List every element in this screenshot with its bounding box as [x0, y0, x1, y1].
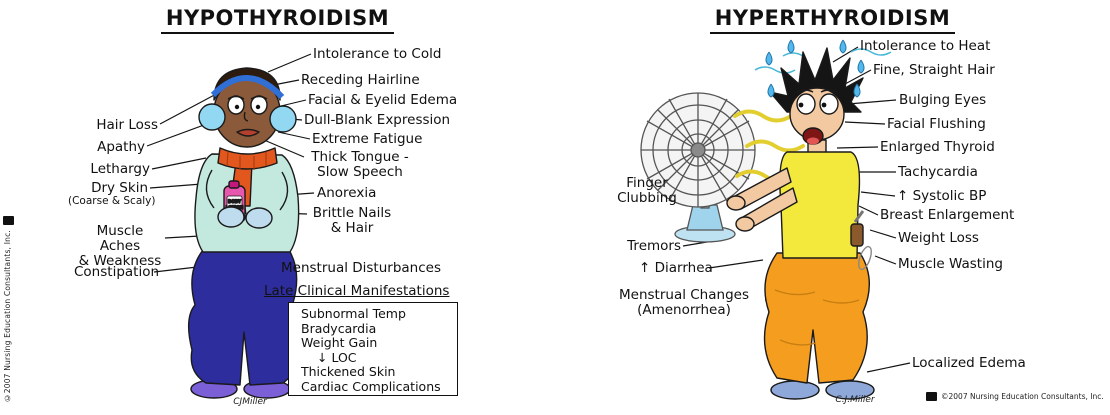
fan — [640, 92, 756, 243]
label-menstrual-changes: Menstrual Changes (Amenorrhea) — [619, 287, 749, 319]
hyper-title-text: HYPERTHYROIDISM — [709, 6, 956, 34]
label-enlarged-thyroid: Enlarged Thyroid — [880, 139, 995, 155]
label-breast-enlargement: Breast Enlargement — [880, 207, 1015, 223]
air-squiggle-icon — [754, 48, 892, 74]
earmuff-left — [198, 103, 226, 131]
belt-pouch — [850, 223, 864, 247]
label-receding-hairline: Receding Hairline — [301, 72, 420, 88]
label-dry-skin: Dry Skin — [91, 180, 148, 196]
label-intolerance-to-cold: Intolerance to Cold — [313, 46, 442, 62]
nec-logo — [3, 216, 14, 225]
safety-pin-icon — [858, 245, 872, 271]
hypo-signature: CJMiller — [233, 397, 268, 407]
label-hair-loss: Hair Loss — [96, 117, 158, 133]
hypo-mouth — [236, 128, 260, 137]
hand-left — [726, 195, 746, 211]
label-extreme-fatigue: Extreme Fatigue — [312, 131, 423, 147]
late-item: Thickened Skin — [301, 364, 396, 380]
label-constipation: Constipation — [74, 264, 160, 280]
label-menstrual-disturbances: Menstrual Disturbances — [281, 260, 441, 276]
hyper-shoe-left — [770, 380, 820, 400]
label-tremors: Tremors — [627, 238, 681, 254]
label-facial-flushing: Facial Flushing — [887, 116, 986, 132]
hypo-copyright: ©2007 Nursing Education Consultants, Inc… — [3, 230, 12, 403]
hyper-signature: C.J.Miller — [835, 395, 875, 405]
hand-right — [735, 216, 755, 232]
hypothyroidism-panel: HYPOTHYROIDISM — [0, 6, 555, 407]
label-lethargy: Lethargy — [90, 161, 150, 177]
hypo-illustration: BODY LOTION — [146, 53, 315, 407]
label-localized-edema: Localized Edema — [912, 355, 1026, 371]
label-apathy: Apathy — [97, 139, 145, 155]
label-thick-tongue: Thick Tongue - Slow Speech — [311, 149, 409, 181]
label-tachycardia: Tachycardia — [898, 164, 978, 180]
late-item: Weight Gain — [301, 335, 378, 351]
hyperthyroidism-panel: HYPERTHYROIDISM — [555, 0, 1110, 415]
scarf-neck — [217, 147, 278, 170]
hyper-shirt — [779, 151, 861, 259]
nec-logo — [926, 392, 937, 401]
label-finger-clubbing: Finger Clubbing — [617, 175, 677, 207]
bottle-label-line1: BODY — [228, 199, 242, 204]
hyper-shoe-right — [825, 380, 875, 400]
late-manifestations-box: Subnormal Temp Bradycardia Weight Gain ↓… — [288, 302, 458, 396]
label-systolic-bp: ↑ Systolic BP — [897, 188, 987, 204]
label-weight-loss: Weight Loss — [898, 230, 979, 246]
hyper-pants — [763, 252, 871, 384]
label-brittle-nails: Brittle Nails & Hair — [312, 205, 392, 237]
hyper-illustration: C.J.Miller — [640, 39, 911, 405]
label-intolerance-to-heat: Intolerance to Heat — [860, 38, 991, 54]
late-item: Bradycardia — [301, 320, 377, 336]
hypo-figure: BODY LOTION — [187, 67, 301, 399]
mitten-left — [217, 206, 245, 228]
late-manifestations-title: Late Clinical Manifestations — [264, 283, 450, 299]
label-anorexia: Anorexia — [317, 185, 377, 201]
hyper-title: HYPERTHYROIDISM — [555, 6, 1110, 34]
late-item: ↓ LOC — [317, 349, 357, 365]
label-bulging-eyes: Bulging Eyes — [899, 92, 987, 108]
label-coarse-scaly: (Coarse & Scaly) — [68, 195, 156, 207]
earmuff-band — [210, 75, 285, 100]
label-muscle-wasting: Muscle Wasting — [898, 256, 1003, 272]
label-dull-blank-expression: Dull-Blank Expression — [304, 112, 451, 128]
hyper-copyright: ©2007 Nursing Education Consultants, Inc… — [941, 392, 1104, 401]
label-fine-straight-hair: Fine, Straight Hair — [873, 62, 995, 78]
earmuff-right — [269, 105, 297, 133]
sweat-drop-icon — [765, 39, 865, 98]
hypo-title: HYPOTHYROIDISM — [0, 6, 555, 34]
mitten-right — [245, 207, 273, 229]
label-diarrhea: ↑ Diarrhea — [639, 260, 713, 276]
hypo-title-text: HYPOTHYROIDISM — [160, 6, 395, 34]
late-item: Cardiac Complications — [301, 378, 441, 394]
hyper-figure — [726, 39, 875, 400]
label-facial-eyelid-edema: Facial & Eyelid Edema — [308, 92, 458, 108]
late-item: Subnormal Temp — [301, 306, 406, 321]
label-muscle-aches: Muscle Aches & Weakness — [78, 223, 162, 270]
